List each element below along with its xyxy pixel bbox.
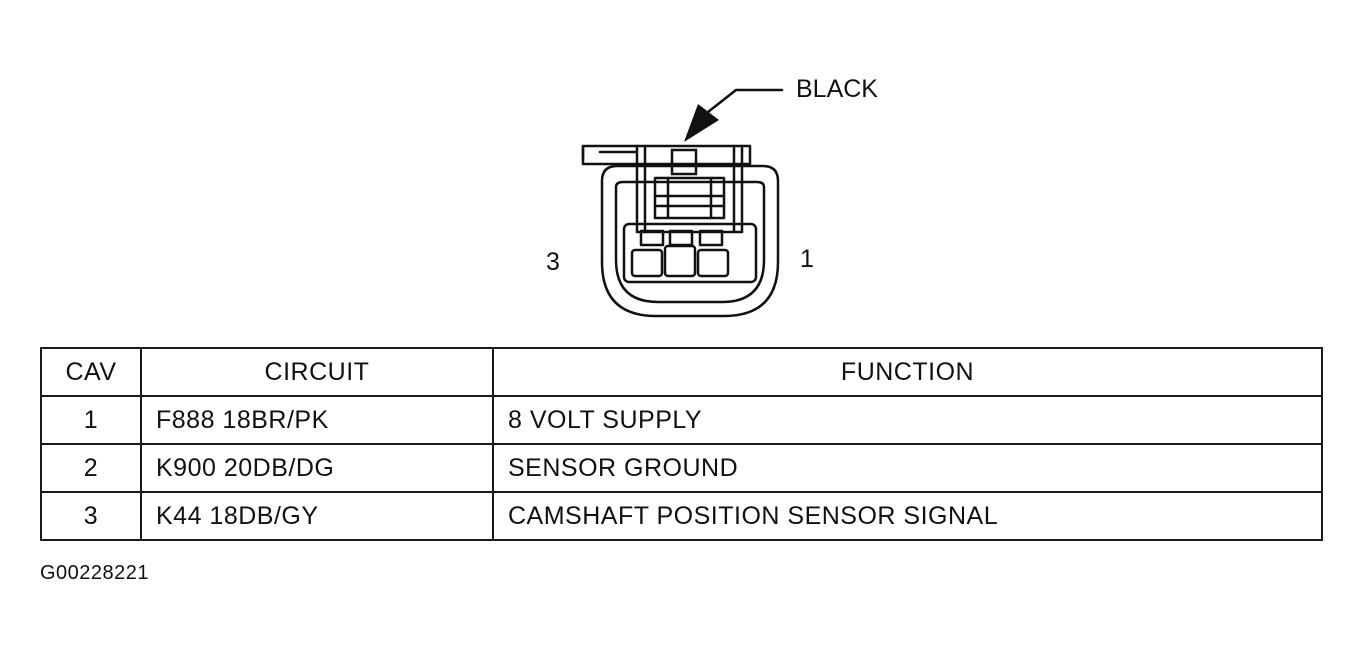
table-row: 2 K900 20DB/DG SENSOR GROUND bbox=[40, 443, 1323, 493]
cav-cell: 2 bbox=[40, 443, 142, 493]
function-cell: 8 VOLT SUPPLY bbox=[492, 395, 1323, 445]
callout-arrow-icon bbox=[684, 104, 719, 142]
table-row: 3 K44 18DB/GY CAMSHAFT POSITION SENSOR S… bbox=[40, 491, 1323, 541]
cav-cell: 1 bbox=[40, 395, 142, 445]
terminal-cavity-1 bbox=[696, 248, 730, 278]
connector-outer-shell bbox=[600, 164, 780, 318]
terminal-cavity-2 bbox=[663, 244, 697, 278]
pin-cavity-block bbox=[622, 222, 758, 284]
callout-leader bbox=[706, 88, 784, 114]
header-circuit: CIRCUIT bbox=[140, 347, 494, 397]
latch-key bbox=[670, 148, 698, 176]
upper-cavity-1 bbox=[698, 229, 724, 247]
header-cav: CAV bbox=[40, 347, 142, 397]
function-cell: SENSOR GROUND bbox=[492, 443, 1323, 493]
pin-label-left: 3 bbox=[546, 248, 560, 276]
upper-cavity-3 bbox=[639, 229, 665, 247]
connector-inner-wall bbox=[614, 180, 766, 304]
circuit-cell: K900 20DB/DG bbox=[140, 443, 494, 493]
circuit-cell: K44 18DB/GY bbox=[140, 491, 494, 541]
figure-id: G00228221 bbox=[40, 562, 150, 584]
table-row: 1 F888 18BR/PK 8 VOLT SUPPLY bbox=[40, 395, 1323, 445]
locking-tab bbox=[581, 144, 752, 166]
connector-diagram: BLACK 3 1 bbox=[546, 75, 878, 318]
circuit-cell: F888 18BR/PK bbox=[140, 395, 494, 445]
pin-function-table: CAV CIRCUIT FUNCTION 1 F888 18BR/PK 8 VO… bbox=[40, 347, 1323, 541]
header-function: FUNCTION bbox=[492, 347, 1323, 397]
table-header-row: CAV CIRCUIT FUNCTION bbox=[40, 347, 1323, 397]
function-cell: CAMSHAFT POSITION SENSOR SIGNAL bbox=[492, 491, 1323, 541]
terminal-cavity-3 bbox=[630, 248, 664, 278]
latch-channel bbox=[653, 176, 726, 220]
pin-label-right: 1 bbox=[800, 245, 814, 273]
connector-color-callout: BLACK bbox=[796, 75, 878, 103]
cav-cell: 3 bbox=[40, 491, 142, 541]
